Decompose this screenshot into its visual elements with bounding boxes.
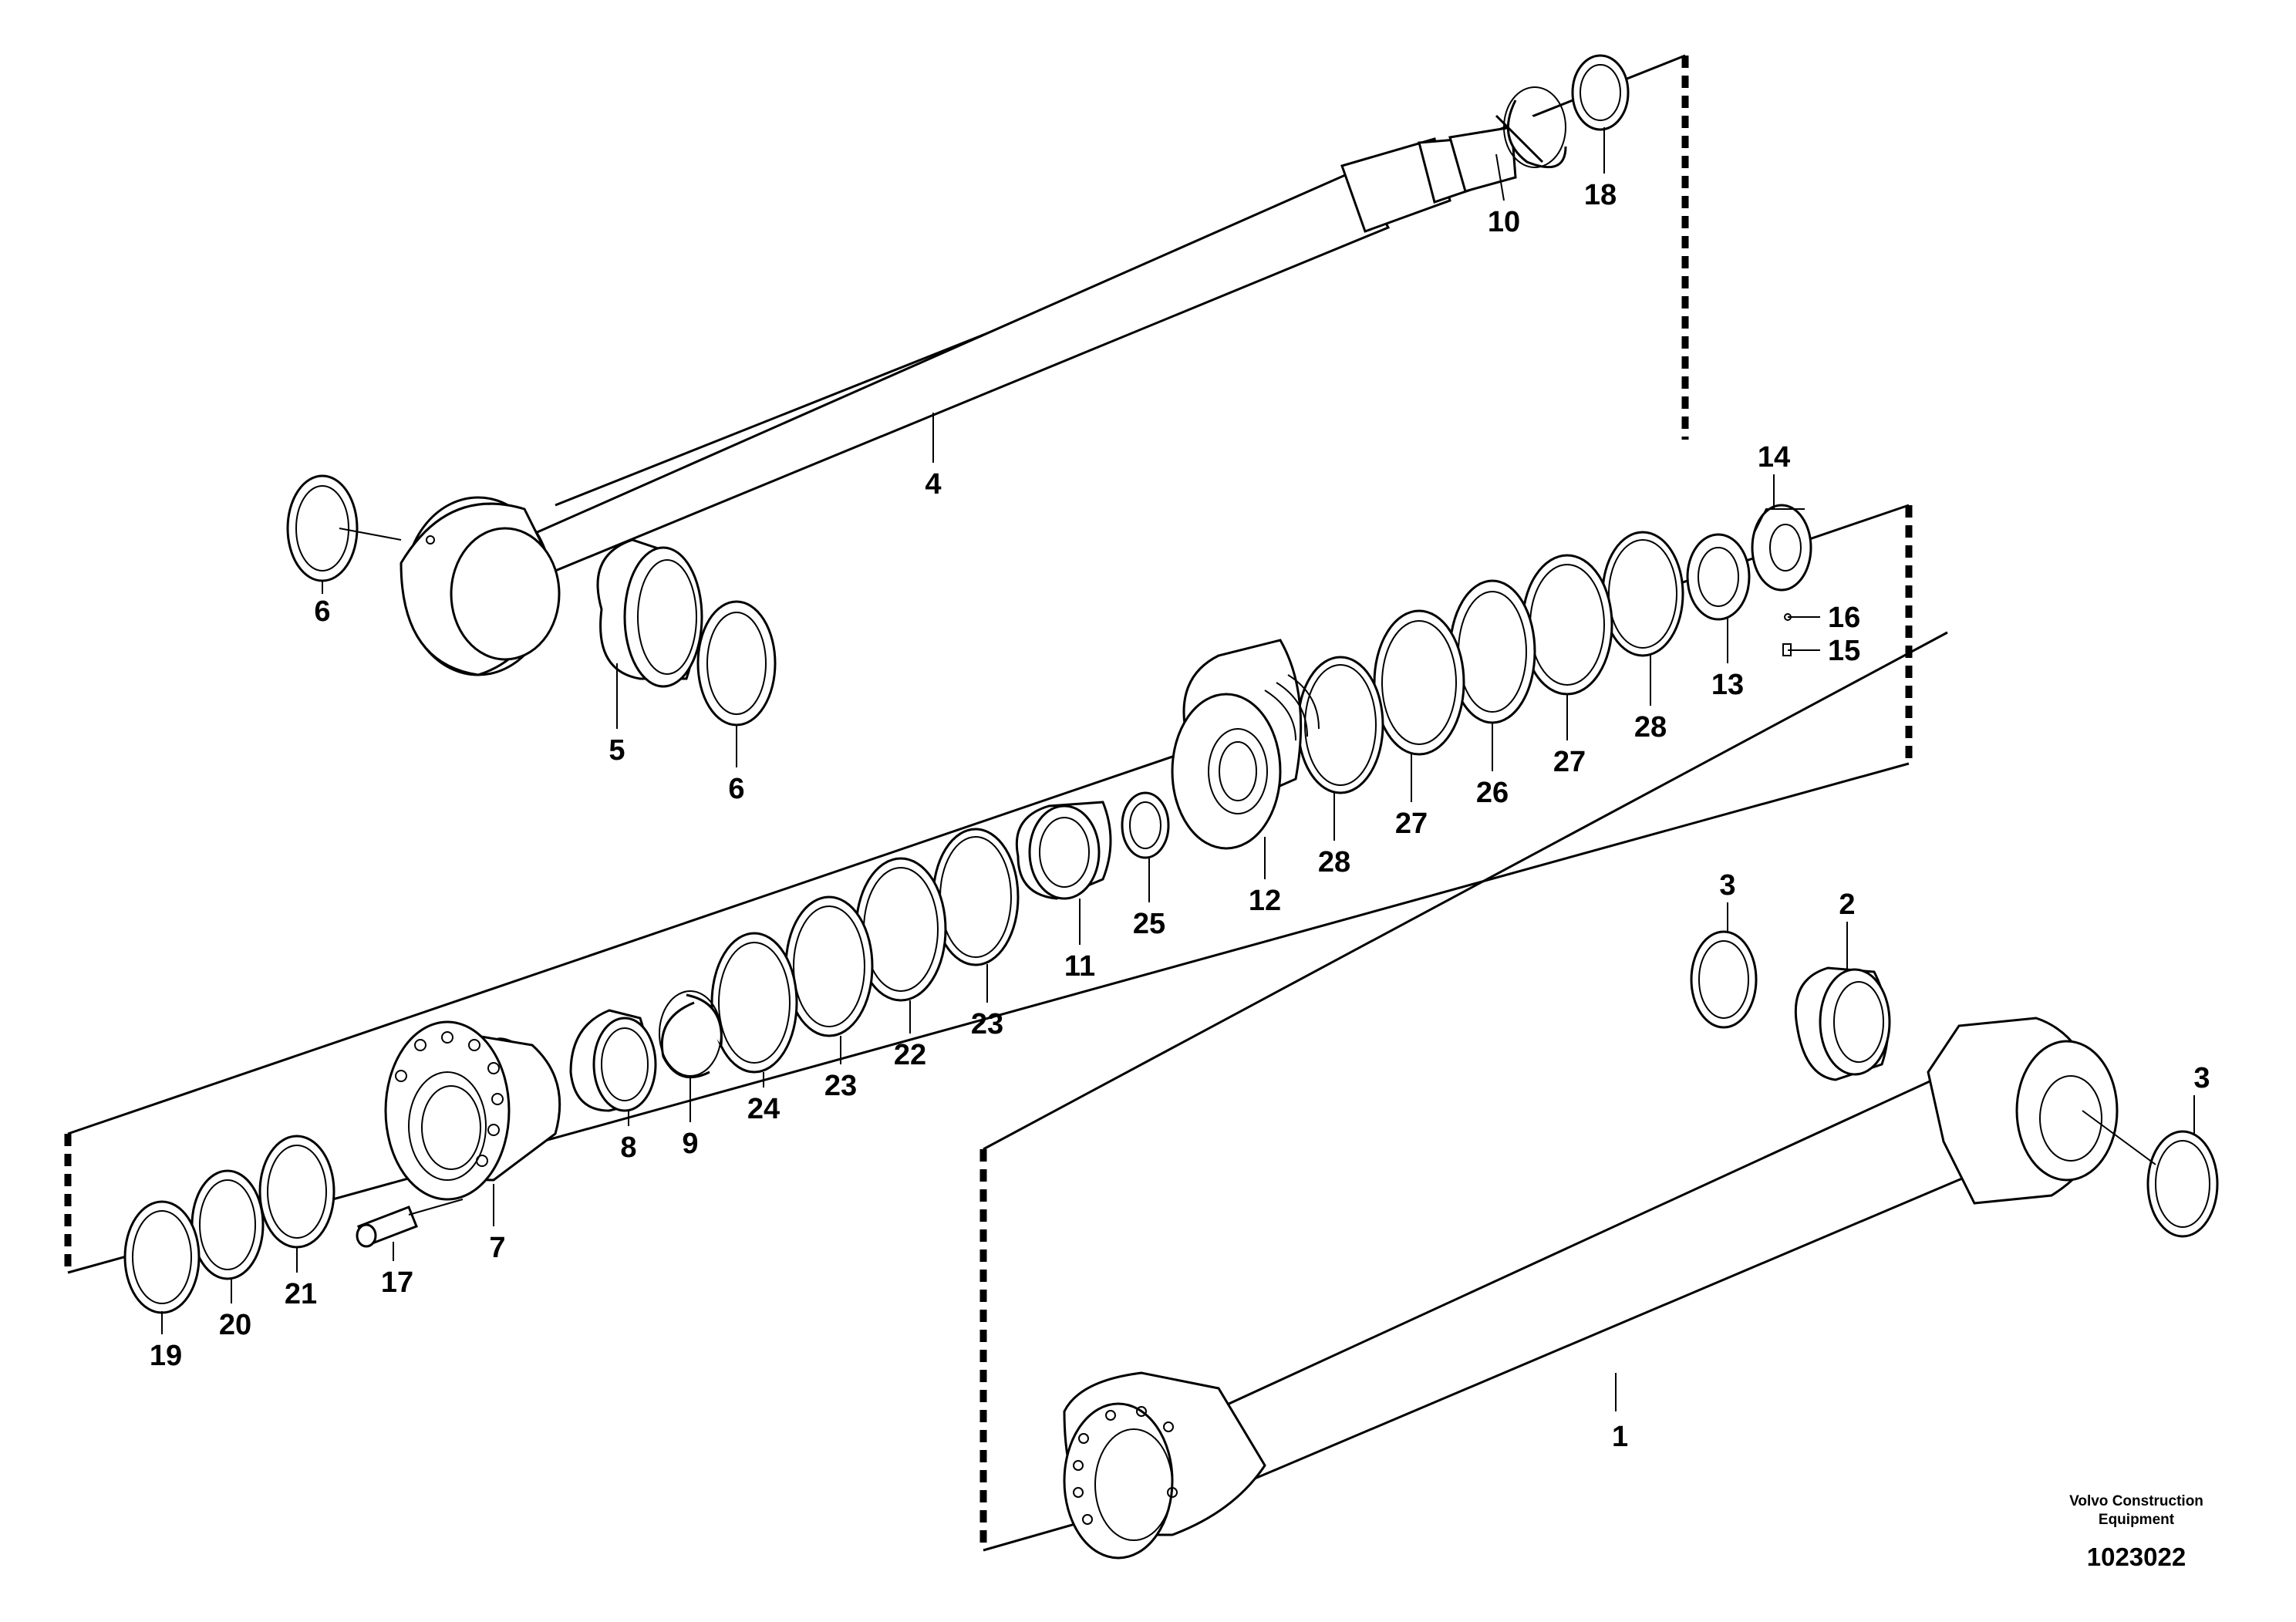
- cylinder-tube-1: [1063, 1017, 2119, 1560]
- snap-ring-9: [659, 990, 723, 1079]
- ring-27-left: [1373, 609, 1465, 756]
- company-line-2: Equipment: [2099, 1512, 2175, 1528]
- ring-23-left: [784, 895, 874, 1037]
- ring-28-left: [1296, 656, 1384, 794]
- label-26: 26: [1476, 777, 1509, 809]
- part-labels: 1 2 3 3 4 5 6 6 7 8 9 10 11 12 13 14 15 …: [150, 179, 2210, 1453]
- piston-rod: [400, 126, 1517, 676]
- bushing-8: [569, 1009, 657, 1112]
- ring-21: [258, 1135, 335, 1249]
- leader-3b-axis: [2082, 1110, 2156, 1165]
- ring-20: [190, 1169, 265, 1280]
- bushing-11: [1015, 801, 1112, 900]
- leader-6a: [339, 528, 402, 541]
- label-1: 1: [1612, 1421, 1628, 1453]
- label-15: 15: [1828, 635, 1860, 667]
- label-28b: 28: [1318, 846, 1350, 878]
- label-9: 9: [682, 1128, 698, 1160]
- label-14: 14: [1758, 441, 1790, 474]
- label-24: 24: [747, 1093, 780, 1125]
- seal-ring-6-right: [696, 600, 777, 727]
- ring-24: [710, 932, 798, 1074]
- label-21: 21: [285, 1278, 317, 1310]
- ring-25: [1121, 791, 1170, 859]
- drawing-number: 1023022: [2087, 1543, 2186, 1571]
- label-18: 18: [1584, 179, 1617, 211]
- label-3b: 3: [2193, 1062, 2210, 1094]
- ring-18: [1571, 54, 1630, 131]
- ring-27-right: [1521, 554, 1613, 696]
- label-4: 4: [925, 468, 941, 501]
- label-8: 8: [620, 1131, 636, 1164]
- bolt-holes: [395, 1031, 504, 1167]
- label-27a: 27: [1553, 746, 1586, 778]
- label-22: 22: [894, 1039, 926, 1071]
- label-13: 13: [1711, 669, 1744, 701]
- label-20: 20: [219, 1309, 251, 1341]
- label-2: 2: [1839, 889, 1855, 921]
- leader-10: [1495, 153, 1505, 201]
- label-25: 25: [1133, 908, 1165, 940]
- cylinder-head-7: [384, 1020, 561, 1201]
- label-12: 12: [1249, 885, 1281, 917]
- leader-17-axis: [408, 1199, 464, 1216]
- label-3a: 3: [1719, 869, 1735, 902]
- ring-23-right: [932, 828, 1020, 966]
- cylinder-tube-bracket: [983, 631, 1948, 1151]
- label-6b: 6: [728, 773, 744, 805]
- bushing-5: [596, 538, 703, 688]
- seal-ring-3-top: [1690, 930, 1758, 1029]
- company-line-1: Volvo Construction: [2069, 1493, 2203, 1509]
- footer: Volvo Construction Equipment 1023022: [2069, 1493, 2203, 1571]
- piston-12: [1171, 639, 1320, 850]
- seal-ring-3-right: [2146, 1130, 2219, 1238]
- label-23a: 23: [971, 1008, 1003, 1040]
- label-7: 7: [489, 1232, 505, 1264]
- label-19: 19: [150, 1340, 182, 1372]
- label-23b: 23: [824, 1070, 857, 1102]
- nut-14: [1751, 504, 1812, 592]
- label-27b: 27: [1395, 808, 1428, 840]
- snap-ring-10: [1495, 86, 1567, 169]
- ring-19: [123, 1200, 201, 1314]
- seal-ring-6-left: [286, 474, 359, 582]
- head-bolt-holes: [1073, 1406, 1178, 1525]
- internal-parts-group-bracket-bottom: [67, 762, 1910, 1274]
- label-6a: 6: [314, 595, 330, 628]
- label-16: 16: [1828, 602, 1860, 634]
- ring-28-right: [1601, 531, 1684, 657]
- label-17: 17: [381, 1266, 413, 1299]
- label-5: 5: [609, 734, 625, 767]
- label-28a: 28: [1634, 711, 1667, 744]
- bolt-17: [356, 1206, 418, 1248]
- washer-13: [1686, 533, 1751, 621]
- label-11: 11: [1064, 950, 1095, 983]
- bushing-2: [1794, 966, 1891, 1081]
- label-10: 10: [1488, 206, 1520, 238]
